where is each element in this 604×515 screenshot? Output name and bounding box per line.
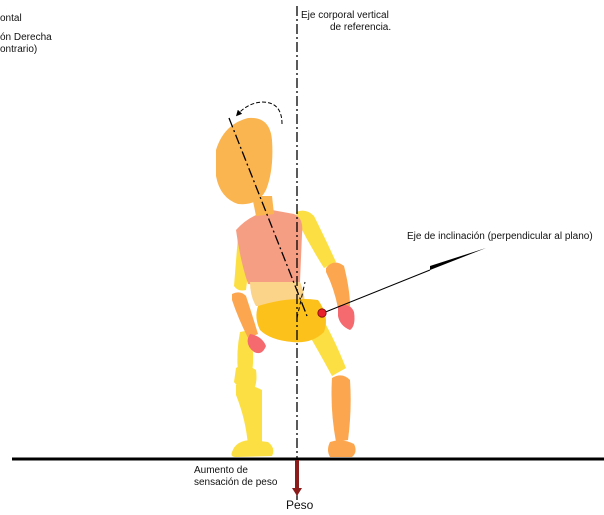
vertical-axis-label-line2: de referencia. [330, 21, 391, 34]
tilt-axis-pointer-tail [430, 248, 486, 270]
right-upper-arm [296, 211, 336, 268]
weight-arrow-label: Peso [286, 499, 313, 512]
pivot-point [318, 309, 326, 317]
weight-arrow-head [292, 488, 302, 496]
pelvis [256, 299, 326, 342]
right-foot [328, 440, 356, 457]
left-foot [232, 440, 274, 457]
partial-label-3: ontrario) [0, 43, 37, 56]
left-shin [236, 384, 262, 446]
partial-label-1: ontal [0, 12, 22, 25]
tilt-axis-label: Eje de inclinación (perpendicular al pla… [407, 230, 593, 243]
right-forearm [326, 262, 350, 308]
right-hand [338, 305, 355, 330]
head [216, 118, 272, 204]
right-shin [332, 375, 351, 442]
weight-sensation-label-line2: sensación de peso [194, 476, 277, 489]
